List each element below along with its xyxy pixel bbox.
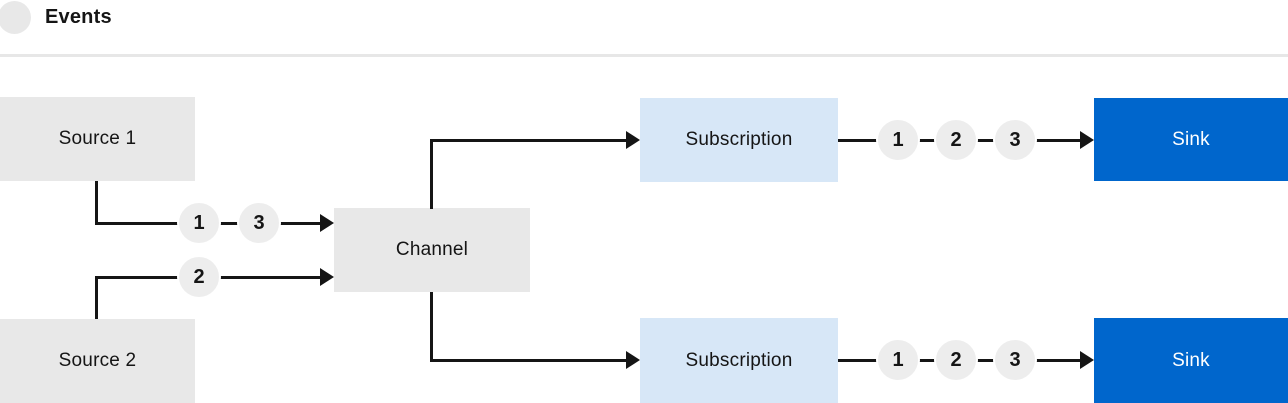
node-sink-bottom: Sink [1094,318,1288,403]
node-channel: Channel [334,208,530,292]
node-subscription-bottom: Subscription [640,318,838,403]
node-source-1: Source 1 [0,97,195,181]
arrowhead-icon [626,351,640,369]
arrowhead-icon [1080,351,1094,369]
event-badge: 2 [177,255,221,299]
event-legend-circle-icon [0,1,31,34]
event-badge: 3 [237,201,281,245]
connector-source2-vertical [95,276,98,319]
arrowhead-icon [1080,131,1094,149]
arrowhead-icon [320,268,334,286]
event-badge: 1 [177,201,221,245]
connector-source1-vertical [95,181,98,225]
event-badge: 2 [934,118,978,162]
connector-channel-bottom-horizontal [430,359,627,362]
legend-divider [0,54,1288,57]
connector-channel-top-vertical [430,139,433,209]
event-badge: 1 [876,338,920,382]
event-badge: 3 [993,118,1037,162]
node-subscription-top: Subscription [640,98,838,182]
connector-channel-bottom-vertical [430,292,433,362]
node-source-2: Source 2 [0,319,195,403]
event-badge: 1 [876,118,920,162]
node-sink-top: Sink [1094,98,1288,181]
event-badge: 3 [993,338,1037,382]
legend-events-label: Events [45,6,112,28]
arrowhead-icon [320,214,334,232]
arrowhead-icon [626,131,640,149]
event-badge: 2 [934,338,978,382]
connector-channel-top-horizontal [430,139,627,142]
